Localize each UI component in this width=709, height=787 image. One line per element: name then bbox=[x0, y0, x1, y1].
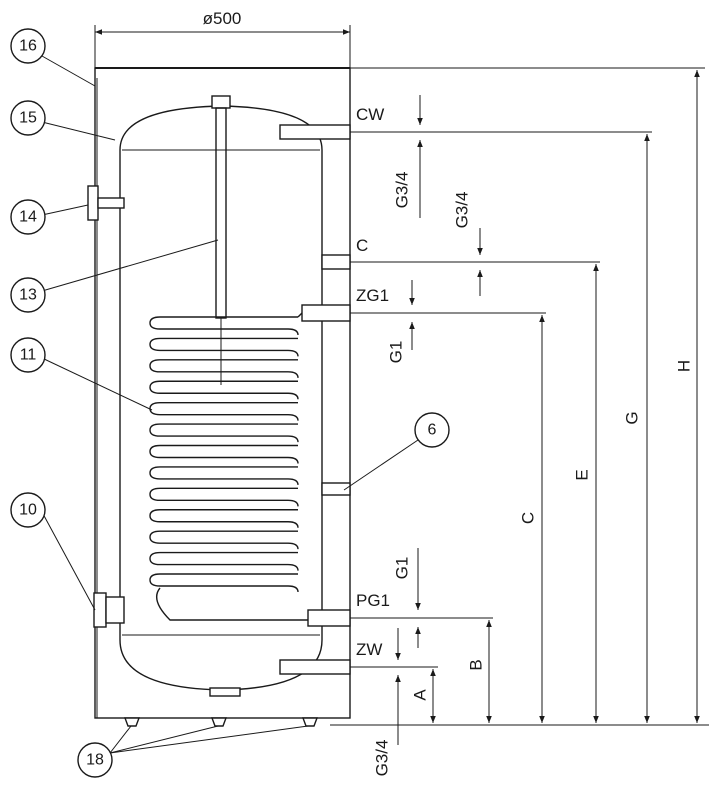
dim-c: C bbox=[519, 512, 538, 524]
label-c: C bbox=[356, 236, 368, 255]
svg-text:13: 13 bbox=[19, 287, 37, 304]
extension-lines bbox=[350, 67, 705, 668]
inspection-flange bbox=[93, 592, 125, 628]
thread-c: G3/4 bbox=[453, 192, 472, 229]
svg-text:15: 15 bbox=[19, 110, 37, 127]
svg-text:14: 14 bbox=[19, 209, 37, 226]
coil-turn bbox=[149, 359, 299, 378]
svg-text:11: 11 bbox=[20, 347, 37, 364]
heating-coil bbox=[149, 312, 308, 621]
callout-15: 15 bbox=[10, 100, 46, 136]
coil-turn bbox=[149, 337, 299, 357]
coil-turn bbox=[149, 380, 299, 400]
svg-text:6: 6 bbox=[428, 422, 437, 439]
thermometer-fitting bbox=[87, 185, 125, 221]
coil-turn bbox=[149, 487, 299, 507]
svg-text:16: 16 bbox=[19, 38, 37, 55]
thread-cw: G3/4 bbox=[393, 172, 412, 209]
label-cw: CW bbox=[356, 105, 384, 124]
callout-18: 18 bbox=[77, 742, 113, 778]
thread-pg1: G1 bbox=[393, 557, 412, 580]
callout-11: 11 bbox=[10, 337, 46, 373]
callout-16: 16 bbox=[10, 28, 46, 64]
svg-text:18: 18 bbox=[86, 752, 104, 769]
thread-zg1: G1 bbox=[387, 341, 406, 364]
adjustable-feet bbox=[123, 717, 319, 727]
coil-turn bbox=[149, 423, 299, 443]
coil-turn bbox=[149, 573, 299, 593]
label-pg1: PG1 bbox=[356, 591, 390, 610]
dim-h: H bbox=[675, 360, 694, 372]
callout-14: 14 bbox=[10, 199, 46, 235]
callout-13: 13 bbox=[10, 277, 46, 313]
label-zw: ZW bbox=[356, 640, 382, 659]
callout-leaders bbox=[41, 55, 419, 754]
coil-return-lead bbox=[156, 587, 308, 621]
dim-b: B bbox=[467, 659, 486, 670]
coil-turn bbox=[149, 509, 299, 528]
coil-turn bbox=[149, 401, 299, 421]
callout-10: 10 bbox=[10, 492, 46, 528]
dim-a: A bbox=[411, 689, 430, 701]
connection-stubs bbox=[279, 124, 351, 675]
label-zg1: ZG1 bbox=[356, 286, 389, 305]
coil-turn bbox=[149, 316, 299, 336]
thread-markers bbox=[395, 95, 483, 745]
dim-g: G bbox=[623, 411, 642, 424]
dim-e: E bbox=[573, 469, 592, 480]
svg-text:10: 10 bbox=[19, 502, 37, 519]
diameter-dimension: ø500 bbox=[94, 9, 351, 68]
coil-turn bbox=[149, 466, 299, 485]
coil-turn bbox=[149, 530, 299, 550]
inner-tank bbox=[119, 105, 323, 691]
coil-turn bbox=[149, 551, 299, 571]
callout-6: 6 bbox=[414, 412, 450, 448]
diameter-label: ø500 bbox=[203, 9, 242, 28]
coil-turn bbox=[149, 444, 299, 464]
dimension-lines bbox=[430, 70, 700, 723]
thread-zw: G3/4 bbox=[373, 740, 392, 777]
bottom-drain bbox=[209, 687, 241, 697]
